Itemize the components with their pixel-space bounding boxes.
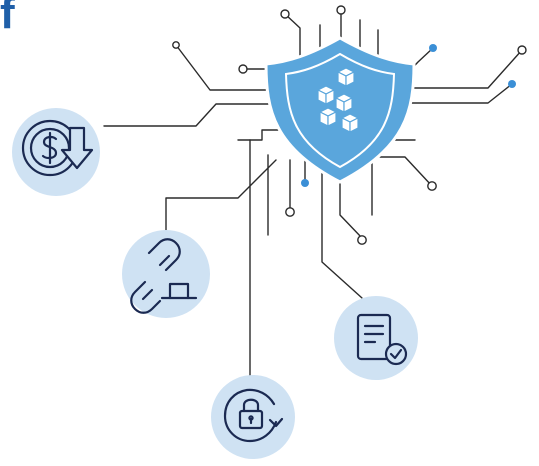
circuit-line [321, 169, 363, 299]
accent-endpoints [301, 44, 516, 187]
lock-rotate-icon [211, 375, 295, 459]
cube-cluster [316, 67, 360, 133]
logo-letter: f [0, 0, 15, 38]
dollar-refund-icon [12, 108, 100, 196]
endpoint-dot [336, 5, 346, 15]
endpoint-dot [280, 9, 290, 19]
shield-cube-icon [264, 36, 416, 184]
endpoint-dot [285, 207, 295, 217]
endpoint-dot [427, 181, 437, 191]
accent-dot [301, 179, 309, 187]
accent-dot [429, 44, 437, 52]
endpoint-dot [172, 41, 180, 49]
broken-link-icon [122, 230, 210, 318]
circuit-line [103, 103, 301, 127]
circuit-line [284, 13, 301, 61]
document-check-icon [334, 296, 418, 380]
accent-dot [508, 80, 516, 88]
circuit-line [391, 49, 523, 89]
circuit-line [379, 156, 433, 187]
circuit-line [175, 44, 293, 91]
endpoint-dot [517, 45, 527, 55]
hollow-endpoints [172, 5, 527, 245]
endpoint-dot [357, 235, 367, 245]
circuit-line [165, 159, 277, 233]
circuit-line [391, 83, 513, 104]
circuit-line [339, 169, 363, 239]
endpoint-dot [238, 64, 248, 74]
